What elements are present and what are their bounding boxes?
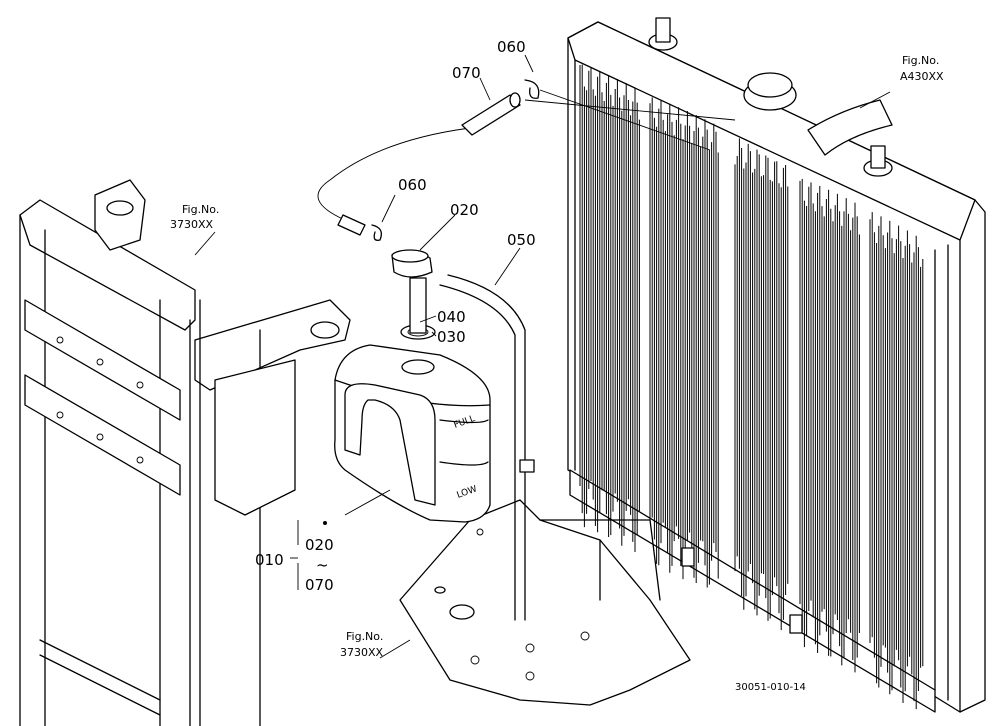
- label-040: 040: [437, 308, 466, 326]
- label-range-end-070: 070: [305, 576, 334, 594]
- label-010: 010: [255, 551, 284, 569]
- label-050: 050: [507, 231, 536, 249]
- fig-ref-bottom-code: 3730XX: [340, 646, 384, 659]
- reserve-tank: FULL LOW: [334, 249, 535, 621]
- callouts: 060 070 060 020 050 040 030 010 020 ~ 07…: [170, 38, 944, 693]
- cap-tube-040: [409, 277, 427, 334]
- hose-assembly: [317, 79, 736, 241]
- label-range-start-020: 020: [305, 536, 334, 554]
- radiator: [567, 17, 986, 713]
- hose-clip-060-top: [524, 79, 540, 99]
- fig-ref-left-label: Fig.No.: [182, 203, 219, 216]
- hose-segment-mid: [337, 214, 366, 236]
- fig-ref-left-code: 3730XX: [170, 218, 214, 231]
- label-060-top: 060: [497, 38, 526, 56]
- label-020: 020: [450, 201, 479, 219]
- leader-lines: [194, 54, 891, 659]
- fig-ref-bottom-label: Fig.No.: [346, 630, 383, 643]
- fig-ref-right-label: Fig.No.: [902, 54, 939, 67]
- hose-070: [461, 94, 521, 136]
- label-070: 070: [452, 64, 481, 82]
- label-060-mid: 060: [398, 176, 427, 194]
- hose-clip-060-mid: [371, 224, 383, 241]
- label-range-symbol: ~: [316, 556, 329, 574]
- label-030: 030: [437, 328, 466, 346]
- fig-ref-right-code: A430XX: [900, 70, 944, 83]
- mount-plate: [399, 499, 691, 706]
- drawing-code: 30051-010-14: [735, 682, 806, 693]
- left-frame: [19, 179, 351, 726]
- radiator-fins: [579, 64, 924, 710]
